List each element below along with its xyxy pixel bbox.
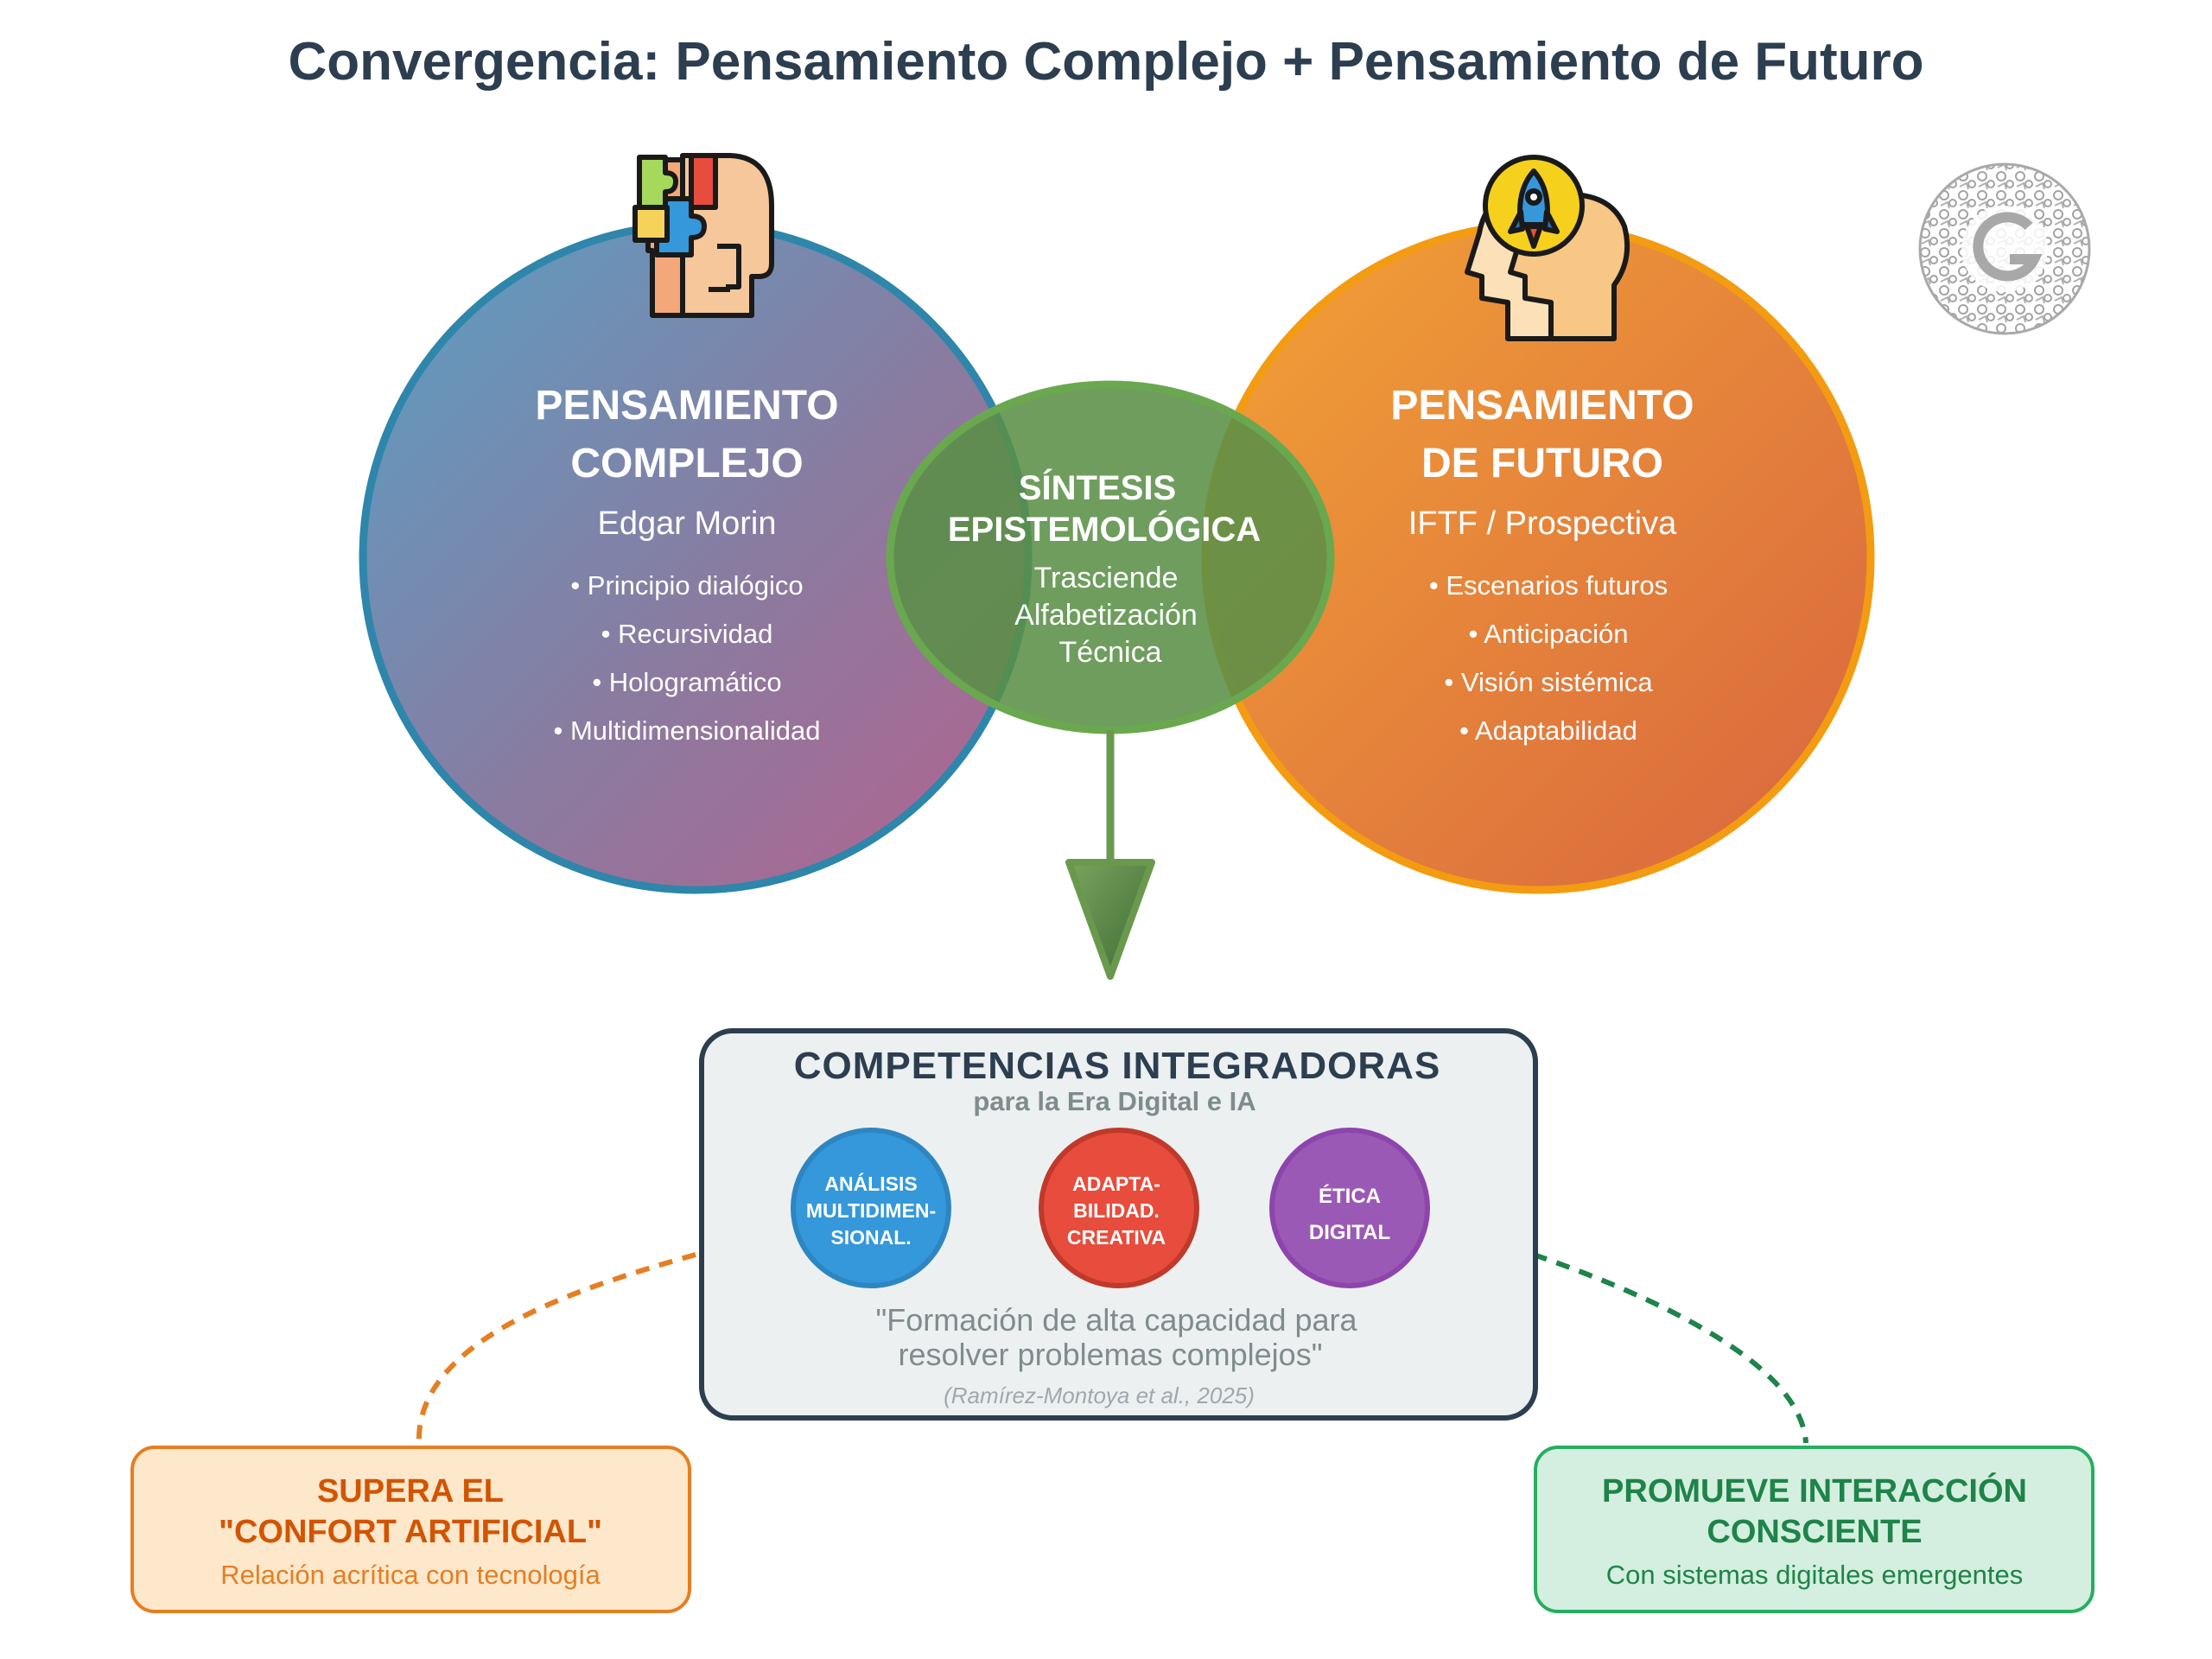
artificial-comfort-title-line1: SUPERA EL [317,1473,504,1510]
right-dashed-connector [1533,1252,1808,1444]
future-thinking-item: • Escenarios futuros [1429,570,1668,601]
future-thinking-title-line1: PENSAMIENTO [1390,383,1694,429]
competencies-title: COMPETENCIAS INTEGRADORAS [794,1045,1441,1087]
synthesis-text-line1: Trasciende [1034,562,1179,594]
puzzle-head-icon [632,153,774,318]
competency-badge-text: MULTIDIMEN- [806,1199,936,1222]
page-title: Convergencia: Pensamiento Complejo + Pen… [288,32,1923,92]
conscious-interaction-subtitle: Con sistemas digitales emergentes [1606,1560,2023,1590]
rocket-head-icon [1465,155,1630,341]
synthesis-text-line2: Alfabetización [1014,599,1198,632]
competencies-quote-line2: resolver problemas complejos" [899,1337,1323,1372]
competency-badge-ethics: ÉTICA DIGITAL [1269,1128,1430,1288]
competency-badge-adaptability: ADAPTA- BILIDAD. CREATIVA [1039,1128,1199,1288]
complex-thinking-author: Edgar Morin [598,505,777,542]
competencies-quote-line1: "Formación de alta capacidad para [875,1302,1357,1338]
synthesis-title-line2: EPISTEMOLÓGICA [948,509,1261,549]
complex-thinking-title-line1: PENSAMIENTO [535,383,838,429]
future-thinking-title-line2: DE FUTURO [1421,441,1663,486]
competency-badge-text: ÉTICA [1319,1184,1381,1208]
competency-badge-text: SIONAL. [830,1226,911,1249]
complex-thinking-circle: PENSAMIENTO COMPLEJO Edgar Morin • Princ… [359,220,1033,894]
complex-thinking-title-line2: COMPLEJO [570,441,803,486]
competency-badge-circle [1039,1128,1199,1288]
left-dashed-connector [416,1252,696,1444]
conscious-interaction-title-line1: PROMUEVE INTERACCIÓN [1602,1471,2027,1510]
future-thinking-item: • Adaptabilidad [1459,715,1637,746]
synthesis-text-line3: Técnica [1058,636,1161,669]
complex-thinking-item: • Hologramático [592,667,781,697]
competency-badge-analysis: ANÁLISIS MULTIDIMEN- SIONAL. [791,1128,951,1288]
competencies-subtitle: para la Era Digital e IA [973,1086,1255,1116]
competency-badge-text: BILIDAD. [1073,1199,1160,1222]
conscious-interaction-title-line2: CONSCIENTE [1707,1514,1922,1550]
artificial-comfort-subtitle: Relación acrítica con tecnología [220,1560,601,1590]
mosaic-logo-icon [1918,162,2091,335]
competency-badge-circle [1269,1128,1430,1288]
future-thinking-author: IFTF / Prospectiva [1408,505,1677,542]
complex-thinking-item: • Principio dialógico [570,570,803,601]
artificial-comfort-box: SUPERA EL "CONFORT ARTIFICIAL" Relación … [130,1446,691,1613]
competency-badge-text: DIGITAL [1309,1221,1390,1244]
synthesis-ellipse: SÍNTESIS EPISTEMOLÓGICA Trasciende Alfab… [886,380,1335,734]
competency-badge-text: ANÁLISIS [824,1172,917,1195]
competency-badge-text: CREATIVA [1067,1226,1166,1249]
synthesis-title-line1: SÍNTESIS [1019,468,1176,507]
competency-badge-text: ADAPTA- [1072,1173,1160,1195]
future-thinking-item: • Anticipación [1469,619,1629,649]
competency-badge-circle [791,1128,951,1288]
complex-thinking-item: • Multidimensionalidad [554,715,821,746]
future-thinking-item: • Visión sistémica [1444,667,1653,697]
conscious-interaction-box: PROMUEVE INTERACCIÓN CONSCIENTE Con sist… [1534,1446,2094,1613]
competencies-box: COMPETENCIAS INTEGRADORAS para la Era Di… [699,1028,1538,1421]
competencies-citation: (Ramírez-Montoya et al., 2025) [944,1382,1255,1408]
down-arrow-icon [1065,730,1155,980]
complex-thinking-item: • Recursividad [601,619,773,649]
artificial-comfort-title-line2: "CONFORT ARTIFICIAL" [219,1514,602,1550]
